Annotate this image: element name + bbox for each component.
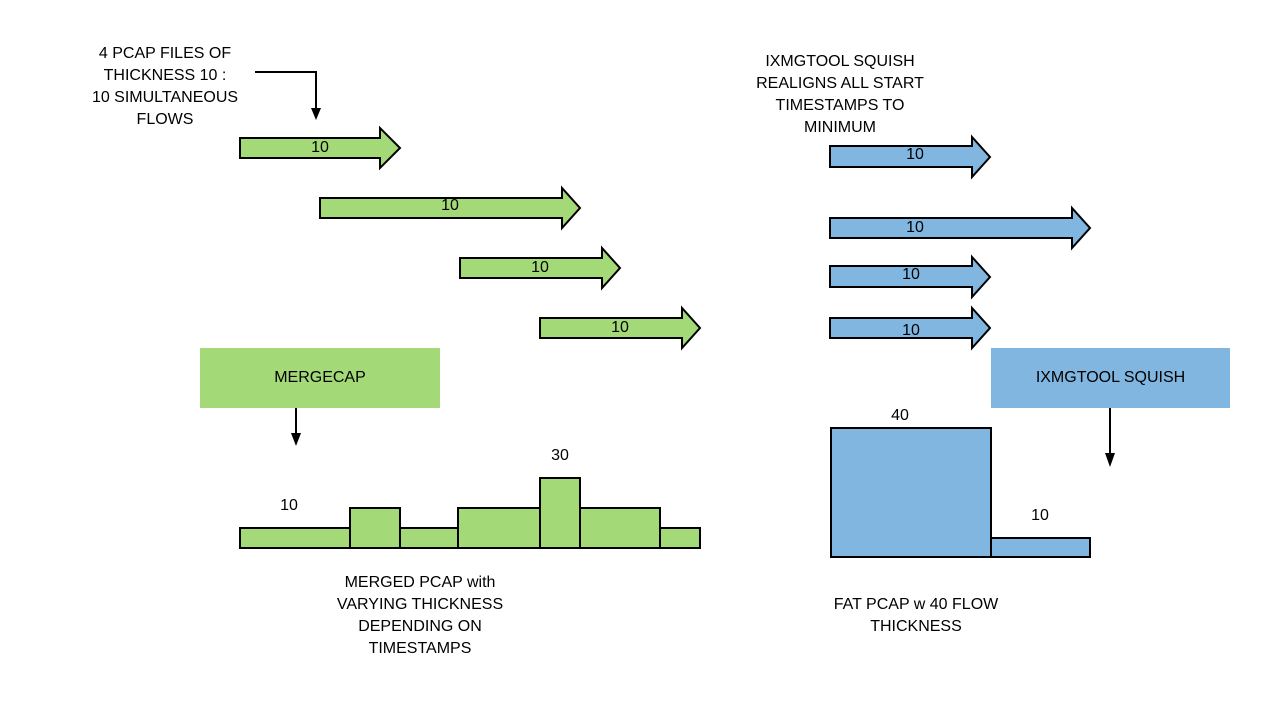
- merged-low-label: 10: [280, 497, 298, 514]
- merged-pcap-caption: MERGED PCAP with VARYING THICKNESS DEPEN…: [336, 574, 504, 657]
- blue-flow-arrow-3: [829, 254, 992, 300]
- input-files-note: 4 PCAP FILES OF THICKNESS 10 : 10 SIMULT…: [91, 45, 239, 128]
- green-arrow-label: 10: [311, 139, 329, 156]
- blue-arrow-label: 10: [906, 219, 924, 236]
- merged-segment: [349, 507, 401, 549]
- merged-segment: [399, 527, 459, 549]
- fat-pcap-block-tall: [830, 427, 992, 558]
- mergecap-down-head: [291, 433, 301, 446]
- merged-segment: [659, 527, 701, 549]
- note-connector: [255, 71, 317, 110]
- blue-flow-arrow-4: [829, 305, 992, 351]
- merged-segment: [239, 527, 351, 549]
- merged-peak-label: 30: [551, 447, 569, 464]
- fat-pcap-caption: FAT PCAP w 40 FLOW THICKNESS: [833, 596, 999, 635]
- blue-flow-arrow-1: [829, 134, 992, 180]
- green-flow-arrow-2: [319, 185, 582, 231]
- fat-short-label: 10: [1031, 507, 1049, 524]
- blue-arrow-label: 10: [902, 266, 920, 283]
- blue-arrow-label: 10: [902, 322, 920, 339]
- merged-segment: [539, 477, 581, 549]
- fat-pcap-block-short: [990, 537, 1091, 558]
- mergecap-box: MERGECAP: [200, 348, 440, 408]
- green-flow-arrow-1: [239, 125, 402, 171]
- green-arrow-label: 10: [531, 259, 549, 276]
- ixmgtool-squish-box: IXMGTOOL SQUISH: [991, 348, 1230, 408]
- merged-pcap-histogram: [239, 477, 701, 549]
- blue-arrow-label: 10: [906, 146, 924, 163]
- merged-segment: [457, 507, 541, 549]
- green-flow-arrow-3: [459, 245, 622, 291]
- squish-description-note: IXMGTOOL SQUISH REALIGNS ALL START TIMES…: [756, 53, 924, 136]
- green-flow-arrow-4: [539, 305, 702, 351]
- merged-segment: [579, 507, 661, 549]
- green-arrow-label: 10: [611, 319, 629, 336]
- note-connector-head: [311, 108, 321, 120]
- squish-down-head: [1105, 453, 1115, 467]
- blue-flow-arrow-2: [829, 205, 1092, 251]
- fat-tall-label: 40: [891, 407, 909, 424]
- green-arrow-label: 10: [441, 197, 459, 214]
